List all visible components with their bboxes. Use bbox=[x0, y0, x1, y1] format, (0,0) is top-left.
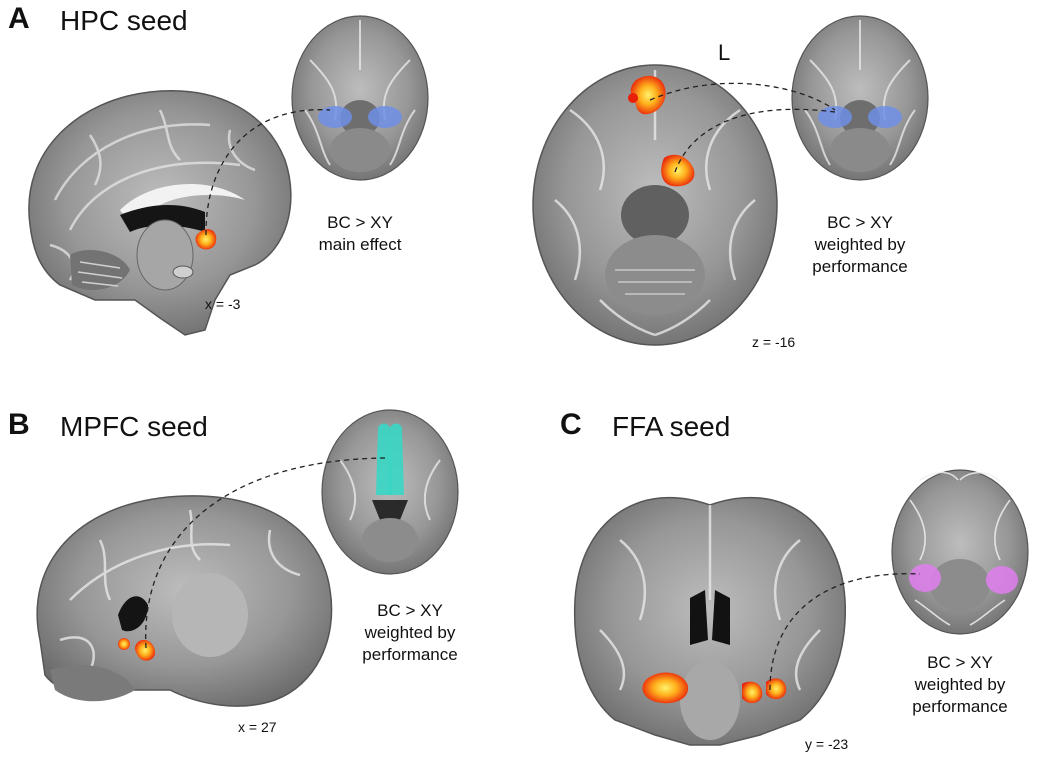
caption-line: performance bbox=[362, 645, 458, 664]
panel-a-sagittal-brain bbox=[28, 90, 292, 336]
caption-line: BC > XY bbox=[827, 213, 893, 232]
panel-a-hpc-seed-regions-1 bbox=[318, 106, 402, 128]
panel-b-caption: BC > XY weighted by performance bbox=[350, 600, 470, 666]
panel-c-connector bbox=[769, 573, 921, 691]
panel-c-title: FFA seed bbox=[612, 411, 731, 442]
caption-line: BC > XY bbox=[927, 653, 993, 672]
panel-c-caption: BC > XY weighted by performance bbox=[900, 652, 1020, 718]
panel-a-hemisphere-label: L bbox=[718, 40, 731, 65]
caption-line: BC > XY bbox=[327, 213, 393, 232]
panel-a-axial-seed-brain-1 bbox=[291, 15, 429, 181]
panel-b-mpfc-seed-region bbox=[376, 423, 404, 495]
panel-a-caption-weighted: BC > XY weighted by performance bbox=[800, 212, 920, 278]
panel-a-coord-sagittal: x = -3 bbox=[205, 296, 241, 312]
caption-line: performance bbox=[912, 697, 1008, 716]
panel-b-title: MPFC seed bbox=[60, 411, 208, 442]
panel-a-caption-main: BC > XY main effect bbox=[300, 212, 420, 256]
panel-a-axial-seed-brain-2 bbox=[791, 15, 929, 181]
panel-a-connectors bbox=[205, 82, 836, 236]
panel-c-coronal-brain bbox=[573, 496, 846, 746]
panel-a-coord-axial: z = -16 bbox=[752, 334, 796, 350]
panel-a-hpc-seed-regions-2 bbox=[818, 106, 902, 128]
caption-line: BC > XY bbox=[377, 601, 443, 620]
panel-c-coord: y = -23 bbox=[805, 736, 849, 752]
panel-b-letter: B bbox=[8, 408, 30, 441]
panel-b-coord: x = 27 bbox=[238, 719, 277, 735]
panel-a-letter: A bbox=[8, 2, 30, 35]
panel-b-activations bbox=[118, 638, 156, 661]
panel-a-axial-brain bbox=[532, 64, 778, 346]
caption-line: weighted by bbox=[814, 235, 906, 254]
panel-c-activations bbox=[642, 672, 787, 704]
panel-a-sagittal-activation bbox=[195, 229, 217, 250]
caption-line: weighted by bbox=[914, 675, 1006, 694]
caption-line: weighted by bbox=[364, 623, 456, 642]
panel-c-letter: C bbox=[560, 408, 582, 441]
panel-a-title: HPC seed bbox=[60, 5, 188, 36]
panel-c-ffa-seed-regions bbox=[909, 564, 1018, 594]
caption-line: main effect bbox=[318, 235, 402, 254]
panel-c-axial-seed-brain bbox=[891, 469, 1029, 635]
panel-a-axial-activations bbox=[628, 75, 695, 187]
caption-line: performance bbox=[812, 257, 908, 276]
panel-b-sagittal-brain bbox=[36, 495, 333, 707]
